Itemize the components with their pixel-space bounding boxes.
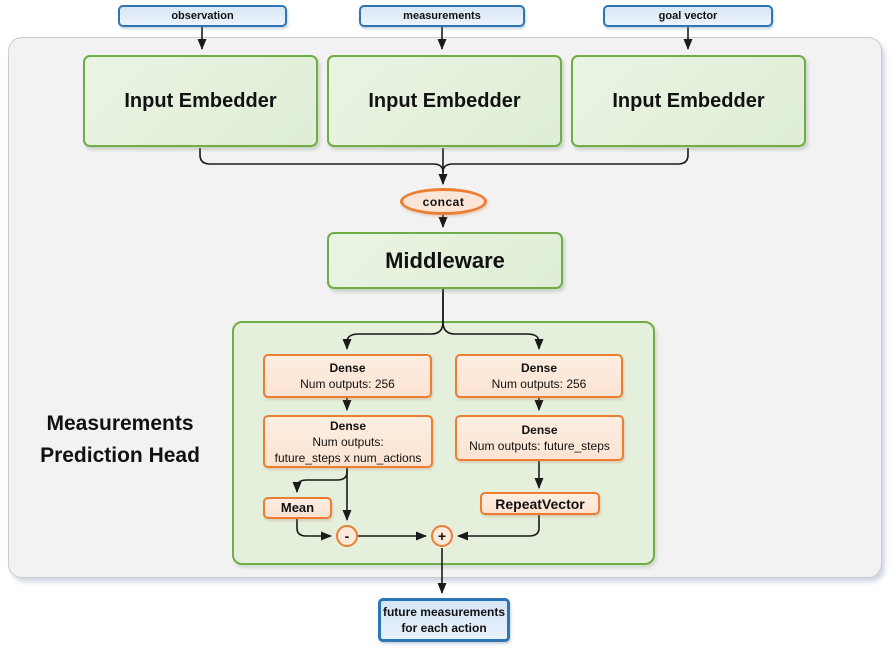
prediction-head-label-line1: Measurements [46,412,194,435]
output-label-line2: for each action [401,621,487,635]
dense-left-1-node: Dense Num outputs: 256 [263,354,432,398]
input-embedder-3: Input Embedder [571,55,806,147]
plus-label: + [437,528,447,544]
output-label-line1: future measurements [382,605,506,619]
concat-label: concat [422,194,465,209]
mean-label: Mean [280,500,315,515]
input-node-label: observation [171,10,234,22]
dense-subtitle: Num outputs: 256 [300,377,395,391]
input-embedder-2: Input Embedder [327,55,562,147]
concat-node: concat [400,188,487,215]
mean-node: Mean [263,497,332,519]
dense-title: Dense [329,418,367,433]
output-node: future measurements for each action [378,598,510,642]
prediction-head-label: Measurements Prediction Head [15,408,225,472]
dense-title: Dense [329,361,366,375]
embedder-label: Input Embedder [612,89,765,112]
middleware-node: Middleware [327,232,563,289]
plus-op-node: + [431,525,453,547]
input-node-observation: observation [118,5,287,27]
input-node-label: goal vector [658,10,718,22]
dense-subtitle: Num outputs: [312,434,384,449]
input-node-measurements: measurements [359,5,525,27]
middleware-label: Middleware [385,247,505,273]
repeat-vector-node: RepeatVector [480,492,600,515]
input-embedder-1: Input Embedder [83,55,318,147]
minus-op-node: - [336,525,358,547]
dense-left-2-node: Dense Num outputs: future_steps x num_ac… [263,415,433,468]
dense-right-1-node: Dense Num outputs: 256 [455,354,623,398]
dense-title: Dense [521,423,558,437]
embedder-label: Input Embedder [124,89,277,112]
input-node-goal-vector: goal vector [603,5,773,27]
minus-label: - [344,528,350,544]
input-node-label: measurements [403,10,481,22]
dense-title: Dense [520,361,558,375]
dense-subtitle: Num outputs: 256 [491,377,587,391]
repeat-vector-label: RepeatVector [495,495,585,512]
embedder-label: Input Embedder [368,89,521,112]
prediction-head-label-line2: Prediction Head [40,444,200,467]
dense-subtitle-2: future_steps x num_actions [274,450,422,465]
dense-subtitle: Num outputs: future_steps [469,439,610,453]
dense-right-2-node: Dense Num outputs: future_steps [455,415,624,461]
